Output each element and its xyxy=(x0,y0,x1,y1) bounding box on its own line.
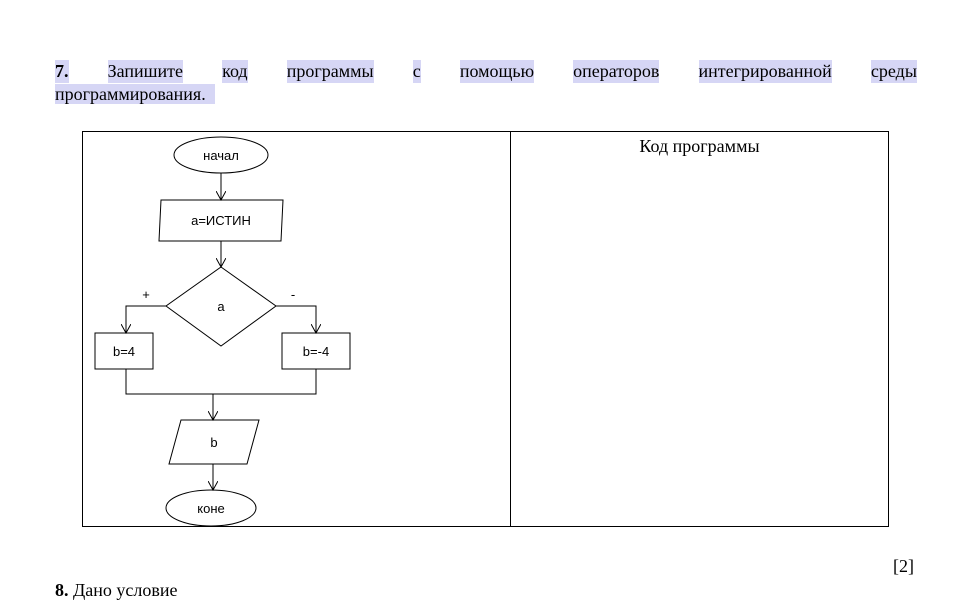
yes-label: + xyxy=(142,287,150,302)
task-7-word: программы xyxy=(286,60,374,83)
task-7-word: среды xyxy=(870,60,917,83)
start-label: начал xyxy=(203,148,239,163)
task-7-line-1: 7. Запишите код программы с помощью опер… xyxy=(55,60,917,83)
task-8-statement: 8. Дано условие xyxy=(55,580,178,601)
table-column-divider xyxy=(510,132,511,526)
yes-process-label: b=4 xyxy=(113,344,135,359)
no-label: - xyxy=(291,287,295,302)
task-7-word: код xyxy=(222,60,248,83)
task-7-line-2-text: программирования. xyxy=(55,84,206,104)
task-7-word: с xyxy=(412,60,421,83)
end-label: коне xyxy=(197,501,224,516)
end-terminal xyxy=(165,489,257,526)
decision-block xyxy=(165,266,277,347)
task-7-line-2: программирования. xyxy=(55,83,917,106)
task-7-number: 7. xyxy=(55,60,69,83)
task-7-word: интегрированной xyxy=(698,60,832,83)
task-8-text: Дано условие xyxy=(68,580,178,600)
yes-process-block xyxy=(94,332,154,370)
answer-table: начал a=ИСТИН a + - b=4 b=-4 b коне Код … xyxy=(82,131,889,527)
flowchart: начал a=ИСТИН a + - b=4 b=-4 b коне xyxy=(94,136,351,526)
output-block xyxy=(168,419,260,465)
assign-label: a=ИСТИН xyxy=(191,213,251,228)
task-8-number: 8. xyxy=(55,580,69,600)
task-7-word: операторов xyxy=(573,60,660,83)
score: [2] xyxy=(893,556,914,576)
task-7-word: Запишите xyxy=(107,60,183,83)
condition-label: a xyxy=(217,299,225,314)
no-process-label: b=-4 xyxy=(303,344,329,359)
no-branch-line xyxy=(276,305,316,333)
task-7-statement: 7. Запишите код программы с помощью опер… xyxy=(55,60,917,106)
task-7-word: помощью xyxy=(459,60,535,83)
code-column-header: Код программы xyxy=(639,136,760,156)
output-label: b xyxy=(210,435,217,450)
assign-block xyxy=(158,199,284,242)
yes-branch-line xyxy=(126,305,166,333)
merge-line xyxy=(125,369,317,395)
